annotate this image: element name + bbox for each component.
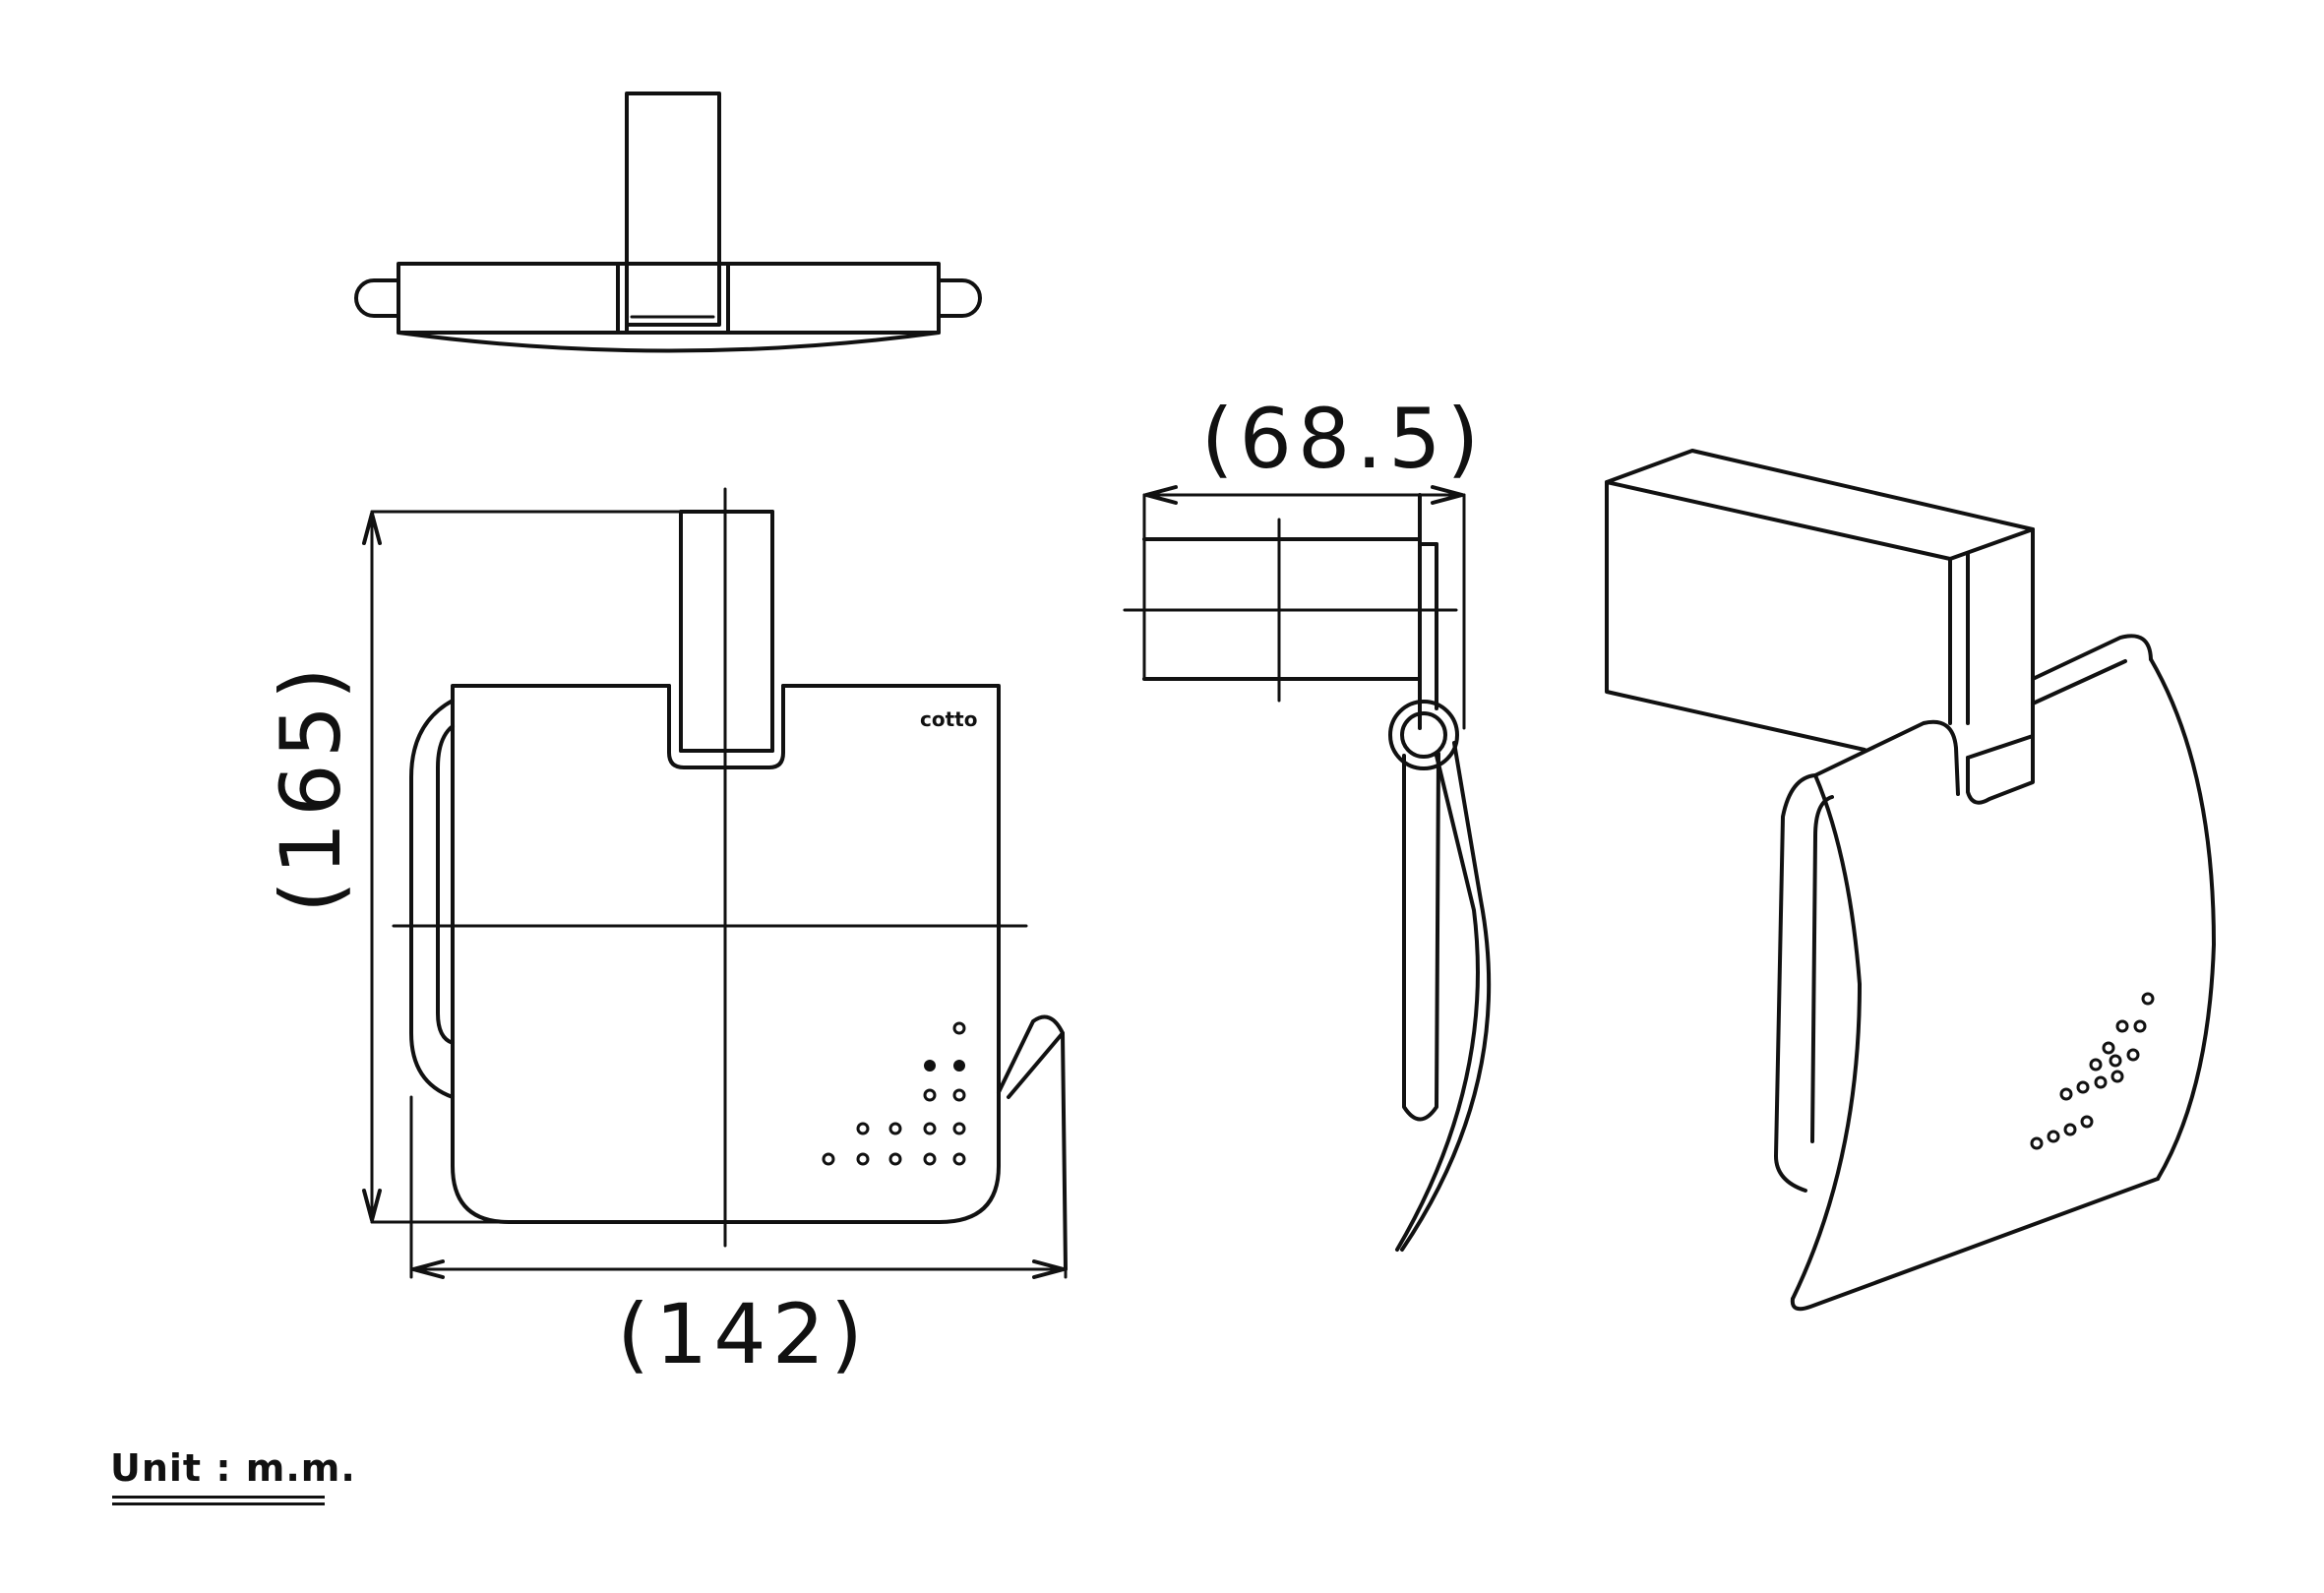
height-dimension: (165): [263, 510, 683, 1224]
width-dimension-label: (142): [617, 1286, 869, 1382]
top-view: [354, 92, 982, 353]
perforation-dots: [822, 1021, 966, 1166]
depth-dimension-label: (68.5): [1201, 391, 1486, 487]
front-view: cotto (165): [263, 487, 1068, 1382]
brand-logo: cotto: [920, 707, 977, 731]
side-view: (68.5): [1123, 391, 1492, 1252]
iso-perforation-dots: [2030, 992, 2155, 1150]
isometric-view: [1605, 449, 2216, 1312]
width-dimension: (142): [409, 1095, 1068, 1382]
height-dimension-label: (165): [263, 661, 359, 913]
unit-label: Unit : m.m.: [110, 1446, 356, 1490]
unit-label-underline: [112, 1496, 325, 1505]
